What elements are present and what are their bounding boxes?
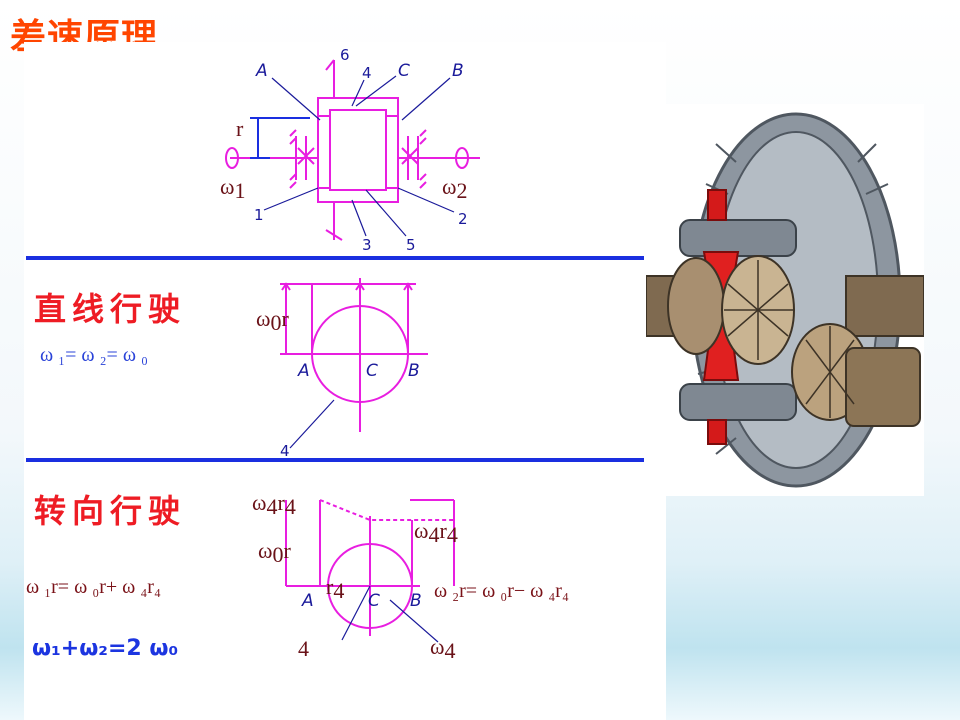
turning-title: 转向行驶 (34, 492, 187, 530)
part-1: 1 (254, 206, 264, 224)
turning-A: A (301, 591, 314, 611)
turning-w4r4-right: ω4r4 (414, 518, 458, 547)
omega2-label: ω2 (442, 174, 467, 203)
divider-1 (26, 256, 644, 260)
label-A: A (255, 61, 268, 81)
turning-equation-left: ω ₁r= ω ₀r+ ω ₄r₄ (26, 576, 161, 598)
label-B: B (452, 61, 464, 81)
straight-C: C (366, 361, 378, 381)
part-3: 3 (362, 236, 372, 254)
straight-A: A (297, 361, 310, 381)
carrier-housing (317, 97, 399, 203)
omega1-label: ω1 (220, 174, 245, 203)
differential-gear-illustration (645, 104, 925, 496)
turning-equation-right: ω ₂r= ω ₀r− ω ₄r₄ (434, 580, 569, 602)
turning-omega4: ω4 (430, 634, 455, 663)
straight-w0r: ω0r (256, 306, 289, 335)
straight-title: 直线行驶 (34, 290, 187, 328)
turning-B: B (410, 591, 422, 611)
turning-w0r: ω0r (258, 538, 291, 567)
straight-part-4: 4 (280, 442, 290, 458)
part-4: 4 (362, 64, 372, 82)
turning-part-4: 4 (298, 636, 309, 661)
differential-schematic: A C B 6 4 1 2 3 5 r ω1 ω2 (220, 46, 480, 254)
straight-B: B (408, 361, 420, 381)
part-2: 2 (458, 210, 468, 228)
inner-carrier (329, 109, 387, 191)
turning-C: C (368, 591, 380, 611)
turning-r4: r4 (326, 574, 344, 603)
divider-2 (26, 458, 644, 462)
part-6: 6 (340, 46, 350, 64)
radius-label: r (236, 116, 244, 141)
part-5: 5 (406, 236, 416, 254)
diagram-panel (24, 42, 666, 720)
turning-equation-sum: ω₁+ω₂=2 ω₀ (32, 636, 179, 661)
straight-equation: ω ₁= ω ₂= ω ₀ (40, 344, 148, 366)
turning-diagram: ω4r4 ω4r4 ω0r r4 A C B 4 ω4 (252, 490, 458, 663)
label-C: C (398, 61, 410, 81)
turning-w4r4-left: ω4r4 (252, 490, 296, 519)
straight-diagram: ω0r A C B 4 (256, 278, 428, 458)
